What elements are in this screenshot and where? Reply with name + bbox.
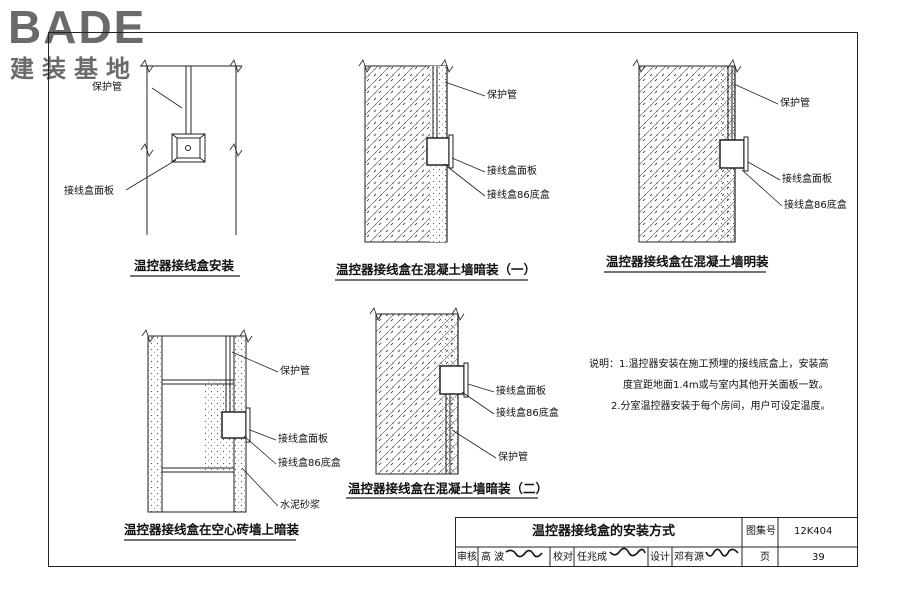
leader-pipe (444, 81, 486, 97)
d1-label-pipe: 保护管 (92, 82, 122, 93)
leader-panel (747, 161, 781, 181)
logo-sub-text: 建装基地 (10, 55, 138, 83)
d2-caption: 温控器接线盒在混凝土墙暗装（一） (336, 262, 537, 277)
d4-label-box: 接线盒86底盒 (278, 458, 341, 469)
leader-pipe (231, 351, 279, 373)
protective-pipe (432, 66, 438, 138)
protective-pipe (185, 66, 192, 134)
note-line-2: 度宜距地面1.4m或与室内其他开关面板一致。 (623, 380, 829, 391)
d2-label-pipe: 保护管 (487, 90, 517, 101)
page-label: 页 (760, 552, 770, 563)
d5-label-pipe: 保护管 (498, 452, 528, 463)
note-line-3: 2.分室温控器安装于每个房间，用户可设定温度。 (611, 401, 831, 412)
junction-box (221, 411, 247, 439)
d5-caption: 温控器接线盒在混凝土墙暗装（二） (348, 481, 549, 496)
leader-pipe (733, 83, 779, 105)
leader-panel (451, 157, 486, 173)
designer-name: 邓有源 (674, 552, 704, 563)
break-marks (140, 59, 243, 157)
protective-pipe (727, 66, 733, 140)
d4-label-panel: 接线盒面板 (278, 434, 328, 445)
d4-label-mortar: 水泥砂浆 (280, 500, 320, 511)
d2-label-panel: 接线盒面板 (487, 166, 537, 177)
design-label: 设计 (650, 552, 670, 563)
d4-caption: 温控器接线盒在空心砖墙上暗装 (124, 522, 300, 537)
signature-marks (505, 547, 739, 558)
box-panel (448, 134, 454, 169)
protective-pipe (445, 394, 451, 474)
diagram-3-surface-concrete (604, 59, 783, 273)
review-label: 审核 (457, 552, 477, 563)
leader-panel (249, 429, 277, 441)
drawing-title: 温控器接线盒的安装方式 (532, 524, 676, 539)
d1-caption: 温控器接线盒安装 (134, 258, 235, 273)
d4-label-pipe: 保护管 (280, 366, 310, 377)
check-label: 校对 (553, 552, 573, 563)
leader-box (243, 435, 277, 465)
d2-label-box: 接线盒86底盒 (487, 190, 550, 201)
d5-label-box: 接线盒86底盒 (496, 408, 559, 419)
d3-label-panel: 接线盒面板 (782, 174, 832, 185)
leader-panel (467, 383, 495, 393)
leader-panel (125, 159, 177, 191)
diagram-5-concealed-concrete (346, 307, 538, 499)
reviewer-name: 高 波 (481, 552, 505, 563)
junction-box (426, 137, 450, 166)
title-block-grid (455, 517, 858, 567)
diagram-2-concealed-concrete (335, 59, 528, 281)
diagram-1-front-view (125, 59, 243, 277)
plaster-left (147, 335, 163, 513)
bade-logo: BADE 建装基地 (8, 4, 178, 86)
checker-name: 任兆成 (577, 552, 607, 563)
d1-label-panel: 接线盒面板 (64, 186, 114, 197)
d5-label-panel: 接线盒面板 (496, 386, 546, 397)
diagram-4-hollow-brick (124, 329, 296, 541)
logo-brand-text: BADE (8, 1, 147, 53)
atlas-number: 12K404 (794, 526, 833, 537)
page-number: 39 (812, 552, 825, 563)
note-line-1: 说明：1.温控器安装在施工预埋的接线底盒上，安装高 (589, 359, 829, 370)
box-panel (743, 136, 749, 172)
protective-pipe (225, 336, 231, 412)
leader-box (443, 163, 486, 197)
leader-pipe (151, 87, 183, 109)
box-panel (463, 362, 469, 398)
d3-label-pipe: 保护管 (780, 98, 810, 109)
title-block: 温控器接线盒的安装方式 图集号 12K404 审核 高 波 校对 任兆成 设计 … (455, 517, 858, 567)
leader-box (741, 169, 783, 207)
d3-caption: 温控器接线盒在混凝土墙明装 (606, 254, 769, 269)
junction-box (171, 133, 206, 163)
leader-pipe (451, 429, 497, 459)
notes-block: 说明：1.温控器安装在施工预埋的接线底盒上，安装高 度宜距地面1.4m或与室内其… (589, 354, 851, 417)
d3-label-box: 接线盒86底盒 (784, 200, 847, 211)
drawing-sheet-border (48, 32, 858, 567)
leader-mortar (241, 467, 279, 507)
box-panel (245, 407, 251, 443)
junction-box (719, 139, 745, 169)
leader-box (461, 391, 495, 415)
atlas-label: 图集号 (746, 526, 776, 537)
junction-box (439, 365, 465, 395)
